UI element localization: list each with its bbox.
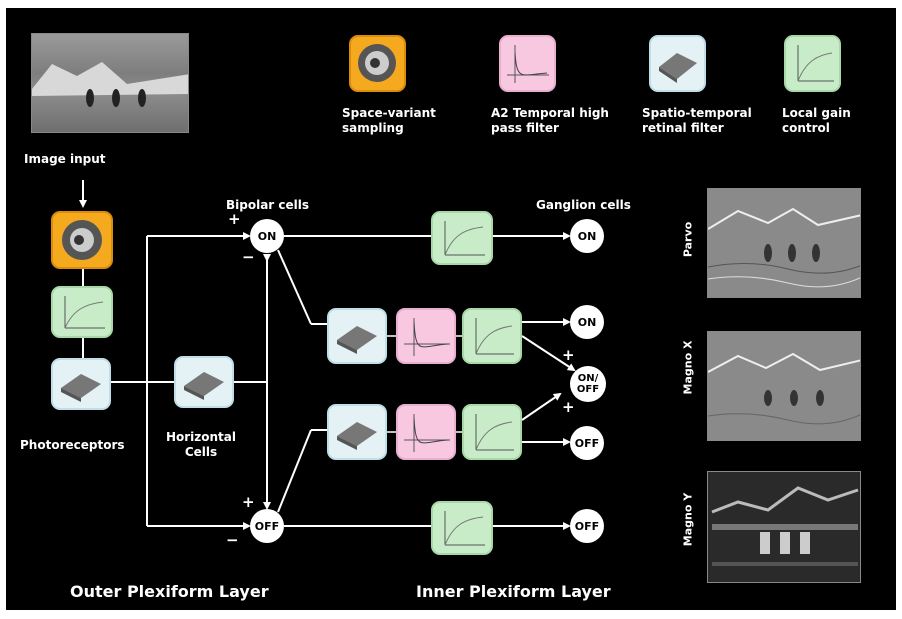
magno-off-filter-box	[327, 404, 387, 460]
photoreceptor-filter-box	[51, 358, 111, 410]
penguin-scene-icon	[32, 62, 188, 107]
magno-off-highpass-box	[396, 404, 456, 460]
bipolar-cells-label: Bipolar cells	[226, 198, 310, 212]
diagram-canvas: Image input Space-variant sampling A2 Te…	[6, 8, 896, 610]
magno-y-edges-icon	[711, 486, 859, 566]
bipolar-off-node: OFF	[250, 509, 284, 543]
onoff-plus-sign-top: +	[562, 346, 575, 364]
horizontal-cells-filter-box	[174, 356, 234, 408]
parvo-off-gain-box	[431, 501, 493, 555]
image-input-photo	[31, 33, 189, 133]
parvo-label: Parvo	[681, 221, 695, 258]
photoreceptor-gain-box	[51, 286, 113, 338]
magno-on-filter-box	[327, 308, 387, 364]
magno-x-output-image	[707, 331, 861, 441]
horizontal-cells-label: Horizontal Cells	[165, 430, 237, 459]
parvo-output-image	[707, 188, 861, 298]
off-minus-sign: −	[226, 531, 239, 549]
image-input-label: Image input	[24, 152, 106, 166]
magno-x-edges-icon	[708, 352, 860, 425]
legend-space-variant-icon	[349, 35, 406, 92]
ganglion-on-magno-node: ON	[570, 305, 604, 339]
outer-plexiform-layer-label: Outer Plexiform Layer	[70, 582, 269, 601]
legend-space-variant-label: Space-variant sampling	[342, 106, 436, 135]
ganglion-off-parvo-node: OFF	[570, 509, 604, 543]
legend-highpass-label: A2 Temporal high pass filter	[491, 106, 609, 135]
legend-highpass-icon	[499, 35, 556, 92]
parvo-edges-icon	[708, 207, 860, 288]
magno-off-gain-box	[462, 404, 522, 460]
onoff-plus-sign-bottom: +	[562, 398, 575, 416]
ganglion-cells-label: Ganglion cells	[536, 198, 631, 212]
magno-y-output-image	[707, 471, 861, 583]
inner-plexiform-layer-label: Inner Plexiform Layer	[416, 582, 611, 601]
space-variant-sampling-box	[51, 211, 113, 269]
legend-local-gain-icon	[784, 35, 841, 92]
magno-x-label: Magno X	[681, 340, 695, 395]
connection-lines	[79, 180, 576, 530]
ganglion-off-magno-node: OFF	[570, 426, 604, 460]
magno-on-gain-box	[462, 308, 522, 364]
on-plus-sign: +	[228, 210, 241, 228]
off-plus-sign: +	[242, 493, 255, 511]
legend-spatiotemporal-label: Spatio-temporal retinal filter	[642, 106, 752, 135]
ganglion-on-parvo-node: ON	[570, 219, 604, 253]
legend-spatiotemporal-icon	[649, 35, 706, 92]
bipolar-on-node: ON	[250, 219, 284, 253]
magno-y-label: Magno Y	[681, 492, 695, 547]
magno-on-highpass-box	[396, 308, 456, 364]
photoreceptors-label: Photoreceptors	[20, 438, 125, 452]
on-minus-sign: −	[242, 248, 255, 266]
legend-local-gain-label: Local gain control	[782, 106, 851, 135]
ganglion-onoff-node: ON/ OFF	[570, 366, 606, 402]
parvo-on-gain-box	[431, 211, 493, 265]
